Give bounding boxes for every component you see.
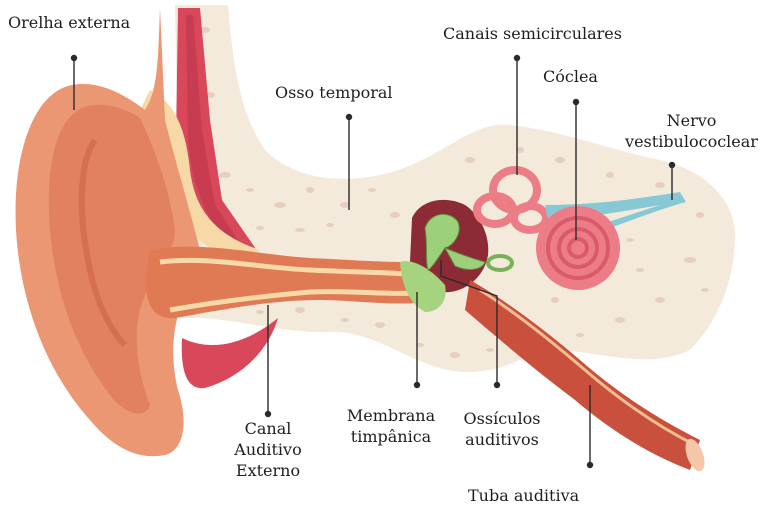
label-tuba-auditiva: Tuba auditiva — [468, 485, 579, 506]
label-ossiculos-auditivos: Ossículos auditivos — [458, 408, 546, 450]
label-canal-line-3: Externo — [218, 460, 318, 481]
label-orelha-externa: Orelha externa — [8, 12, 130, 33]
label-canal-line-1: Canal — [218, 418, 318, 439]
label-nervo-line-1: Nervo — [619, 110, 764, 131]
cochlea — [536, 206, 620, 290]
label-canais-semicirculares: Canais semicirculares — [443, 23, 622, 44]
label-canal-auditivo-externo: Canal Auditivo Externo — [218, 418, 318, 481]
label-membrana-line-2: timpânica — [340, 426, 442, 447]
label-coclea: Cóclea — [543, 66, 598, 87]
outer-ear — [16, 8, 200, 456]
label-canal-line-2: Auditivo — [218, 439, 318, 460]
label-nervo-vestibulococlear: Nervo vestibulococlear — [619, 110, 764, 152]
label-ossiculos-line-2: auditivos — [458, 429, 546, 450]
label-membrana-line-1: Membrana — [340, 405, 442, 426]
label-ossiculos-line-1: Ossículos — [458, 408, 546, 429]
label-membrana-timpanica: Membrana timpânica — [340, 405, 442, 447]
label-nervo-line-2: vestibulococlear — [619, 131, 764, 152]
temporal-bone — [175, 5, 735, 372]
muscle-tissue-lower — [182, 318, 278, 388]
label-osso-temporal: Osso temporal — [275, 82, 393, 103]
